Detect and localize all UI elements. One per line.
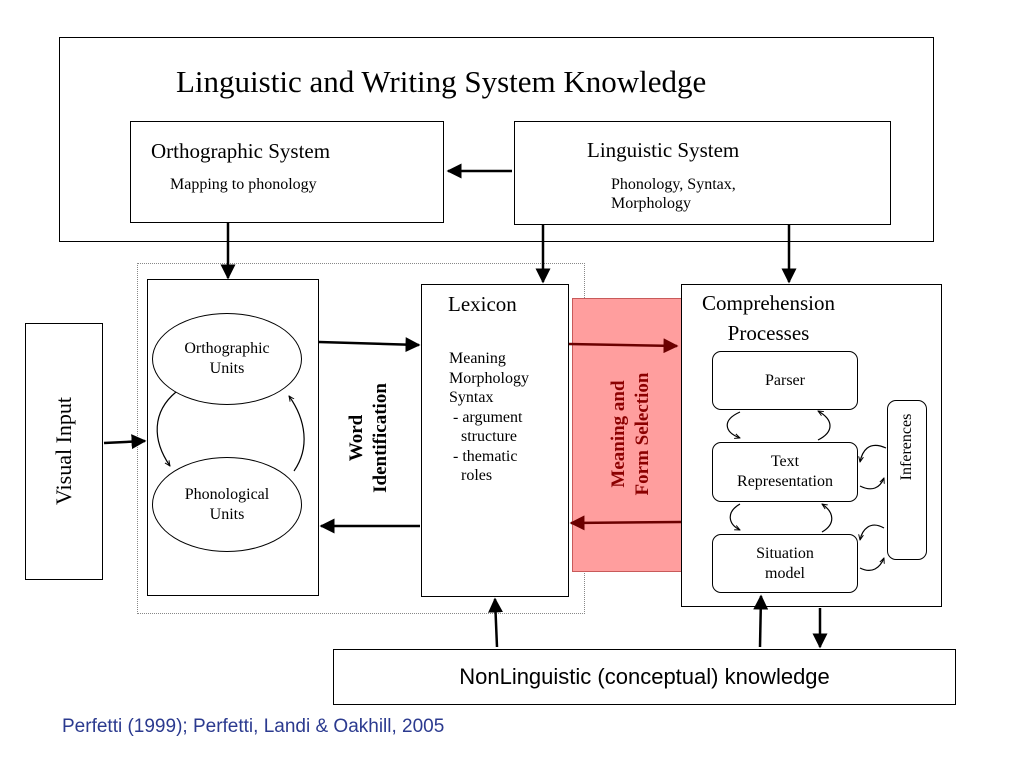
text-representation-box: Text Representation <box>712 442 858 502</box>
visual-input-box <box>25 323 103 580</box>
nonlinguistic-label: NonLinguistic (conceptual) knowledge <box>459 664 830 689</box>
linguistic-system-title: Linguistic System <box>587 138 740 162</box>
comprehension-title: Comprehension Processes <box>702 291 835 345</box>
phonological-units-oval: Phonological Units <box>152 457 302 552</box>
nonlinguistic-box <box>333 649 956 705</box>
orthographic-units-oval: Orthographic Units <box>152 313 302 405</box>
linguistic-system-box <box>514 121 891 225</box>
citation: Perfetti (1999); Perfetti, Landi & Oakhi… <box>62 716 445 737</box>
visual-input-label: Visual Input <box>51 396 76 506</box>
lexicon-box <box>421 284 569 597</box>
word-identification-label: Word Identification <box>346 383 391 493</box>
situation-model-box: Situation model <box>712 534 858 593</box>
lexicon-items: Meaning Morphology Syntax - argument str… <box>449 350 529 484</box>
orthographic-system-subtitle: Mapping to phonology <box>170 176 317 193</box>
linguistic-system-subtitle: Phonology, Syntax, Morphology <box>611 176 736 213</box>
inferences-label: Inferences <box>898 413 915 481</box>
inferences-box <box>887 400 927 560</box>
orthographic-system-box <box>130 121 444 223</box>
meaning-form-selection-label: Meaning and Form Selection <box>608 372 653 496</box>
lexicon-title: Lexicon <box>448 292 517 316</box>
parser-box: Parser <box>712 351 858 410</box>
orthographic-system-title: Orthographic System <box>151 139 331 163</box>
knowledge-box-title: Linguistic and Writing System Knowledge <box>176 64 707 99</box>
